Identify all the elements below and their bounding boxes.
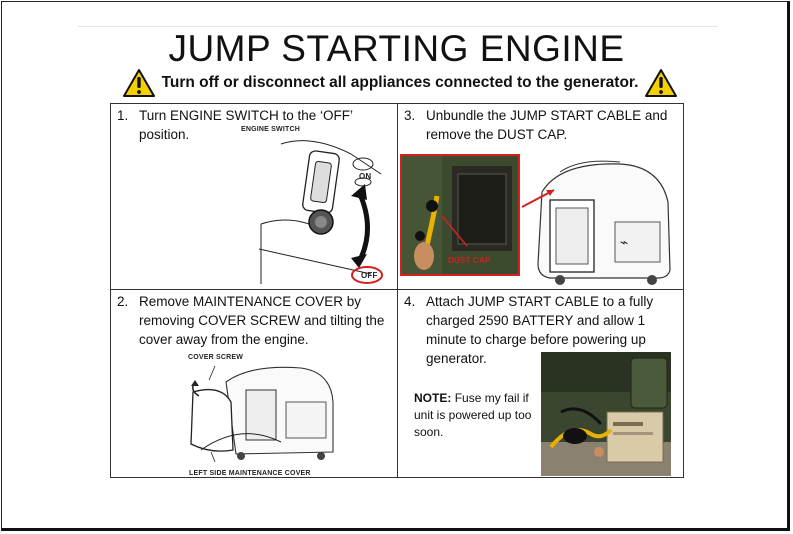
engine-switch-diagram xyxy=(258,140,383,284)
step-4-instruction: 4. Attach JUMP START CABLE to a fully ch… xyxy=(404,294,654,366)
generator-sketch: ⌁ xyxy=(521,160,671,285)
warning-banner: Turn off or disconnect all appliances co… xyxy=(120,66,680,100)
grid-divider xyxy=(397,104,398,477)
warning-icon xyxy=(122,69,155,97)
svg-text:⌁: ⌁ xyxy=(620,235,628,251)
note-text: Fuse my fail if unit is powered up too s… xyxy=(414,391,532,439)
step-3-instruction: 3. Unbundle the JUMP START CABLE and rem… xyxy=(404,108,668,142)
off-label: OFF xyxy=(361,271,378,280)
note-label: NOTE: xyxy=(414,391,452,405)
dust-cap-photo: DUST CAP xyxy=(400,154,520,276)
warning-icon xyxy=(645,69,678,97)
step-2-panel: 2. Remove MAINTENANCE COVER by removing … xyxy=(111,290,397,478)
page-title: JUMP STARTING ENGINE xyxy=(168,28,625,69)
cover-screw-label: COVER SCREW xyxy=(188,354,244,361)
step-4-panel: 4. Attach JUMP START CABLE to a fully ch… xyxy=(398,290,684,478)
maintenance-cover-diagram xyxy=(190,365,334,463)
on-label: ON xyxy=(359,172,372,181)
step-1-panel: 1. Turn ENGINE SWITCH to the ‘OFF’ posit… xyxy=(111,104,397,289)
step-1-instruction: 1. Turn ENGINE SWITCH to the ‘OFF’ posit… xyxy=(117,108,353,142)
step-2-instruction: 2. Remove MAINTENANCE COVER by removing … xyxy=(117,294,385,347)
dust-cap-photo-art xyxy=(402,156,518,274)
warning-text: Turn off or disconnect all appliances co… xyxy=(161,74,639,91)
instruction-grid: 1. Turn ENGINE SWITCH to the ‘OFF’ posit… xyxy=(110,103,684,478)
grid-divider xyxy=(111,289,683,290)
step-3-panel: 3. Unbundle the JUMP START CABLE and rem… xyxy=(398,104,684,289)
dust-cap-label: DUST CAP xyxy=(448,256,491,265)
engine-switch-label: ENGINE SWITCH xyxy=(241,126,300,133)
fuse-note: NOTE: Fuse my fail if unit is powered up… xyxy=(414,390,538,441)
battery-photo xyxy=(541,352,671,476)
left-side-cover-label: LEFT SIDE MAINTENANCE COVER xyxy=(189,470,311,477)
top-divider xyxy=(78,26,718,27)
